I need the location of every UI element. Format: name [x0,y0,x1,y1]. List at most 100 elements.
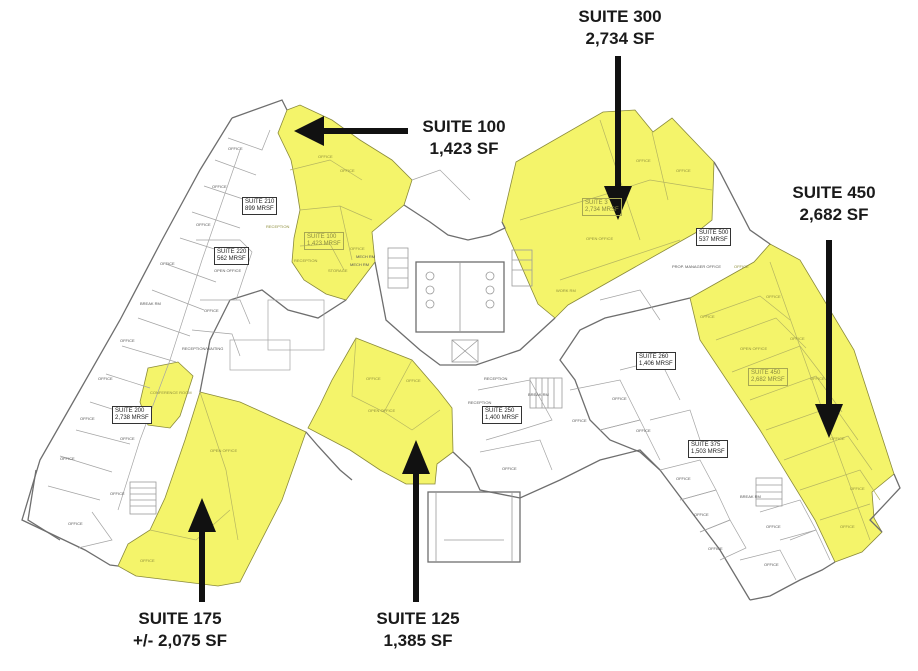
suite-175-arrow [188,498,216,602]
room-label: OFFICE [120,436,135,441]
room-labels: OFFICE OFFICE OFFICE OFFICE BREAK RM OFF… [60,146,865,567]
suite-tag-area: 2,682 MRSF [751,377,785,383]
callout-arrows [188,56,843,602]
suite-area: +/- 2,075 SF [132,631,228,650]
room-label: OFFICE [766,294,781,299]
suite-125-callout: SUITE 125 1,385 SF [366,608,470,652]
suite-200-conference-area [139,361,194,429]
suite-area: 2,734 SF [585,29,655,48]
room-label: OFFICE [366,376,381,381]
suite-100-tag: SUITE 100 1,423 MRSF [304,232,344,250]
room-label: OFFICE [636,158,651,163]
room-label: RECEPTION [266,224,289,229]
room-label: OPEN OFFICE [210,448,237,453]
suite-tag-area: 899 MRSF [245,206,274,212]
suite-name: SUITE 300 [578,7,662,26]
room-label: RECEPTION [484,376,507,381]
suite-200-tag: SUITE 200 2,738 MRSF [112,406,152,424]
room-label: OFFICE [764,562,779,567]
suite-300-tag: SUITE 3 2,734 MRSF [582,198,622,216]
suite-450-area [689,243,895,563]
room-label: OFFICE [204,308,219,313]
suite-area: 2,682 SF [799,205,869,224]
available-suites [117,104,895,587]
suite-name: SUITE 100 [422,117,506,136]
room-label: OFFICE [734,264,749,269]
room-label: MECH RM [350,262,369,267]
room-label: OFFICE [502,466,517,471]
suite-450-arrow [815,240,843,438]
room-partitions [47,119,881,581]
room-label: STORAGE [328,268,348,273]
room-label: OFFICE [350,246,365,251]
suite-450-callout: SUITE 450 2,682 SF [784,182,884,226]
suite-175-callout: SUITE 175 +/- 2,075 SF [112,608,248,652]
room-label: OFFICE [140,558,155,563]
suite-210-tag: SUITE 210 899 MRSF [242,197,278,215]
suite-125-arrow [402,440,430,602]
suite-260-tag: SUITE 260 1,406 MRSF [636,352,676,370]
suite-300-callout: SUITE 300 2,734 SF [570,6,670,50]
suite-500-tag: SUITE 500 537 MRSF [696,228,732,246]
suite-450-tag: SUITE 450 2,682 MRSF [748,368,788,386]
suite-tag-name: SUITE 200 [115,408,145,414]
stairs-west [129,481,157,515]
room-label: OFFICE [636,428,651,433]
stairs-north [387,247,533,289]
room-label: OFFICE [572,418,587,423]
room-label: OFFICE [700,314,715,319]
room-label: OFFICE [68,521,83,526]
suite-tag-name: SUITE 210 [245,199,275,205]
room-label: OFFICE [340,168,355,173]
suite-tag-name: SUITE 3 [585,200,608,206]
room-label: OFFICE [810,376,825,381]
suite-375-tag: SUITE 375 1,503 MRSF [688,440,728,458]
suite-tag-name: SUITE 500 [699,230,729,236]
room-label: OFFICE [790,336,805,341]
suite-tag-area: 1,423 MRSF [307,241,341,247]
room-label: BREAK RM [528,392,549,397]
room-label: MECH RM [356,254,375,259]
suite-tag-area: 1,503 MRSF [691,449,725,455]
room-label: OFFICE [120,338,135,343]
room-label: RECEPTION/WAITING [182,346,223,351]
suite-name: SUITE 175 [138,609,222,628]
suite-tag-area: 2,738 MRSF [115,415,149,421]
suite-tag-name: SUITE 250 [485,408,515,414]
room-label: OFFICE [196,222,211,227]
room-label: OFFICE [676,168,691,173]
suite-area: 1,423 SF [429,139,499,158]
room-label: OPEN OFFICE [214,268,241,273]
room-label: BREAK RM [740,494,761,499]
room-label: OFFICE [850,486,865,491]
stairs-center [529,377,563,409]
building-walls [21,99,901,601]
room-label: OFFICE [676,476,691,481]
room-label: RECEPTION [468,400,491,405]
room-label: OFFICE [318,154,333,159]
room-label: OFFICE [212,184,227,189]
suite-name: SUITE 125 [376,609,460,628]
suite-tag-area: 1,406 MRSF [639,361,673,367]
suite-tag-name: SUITE 100 [307,234,337,240]
suite-tag-area: 1,400 MRSF [485,415,519,421]
suite-name: SUITE 450 [792,183,876,202]
room-label: OFFICE [694,512,709,517]
suite-tag-name: SUITE 450 [751,370,781,376]
room-label: OFFICE [80,416,95,421]
suite-300-arrow [604,56,632,220]
room-label: OPEN OFFICE [740,346,767,351]
room-label: WORK RM [556,288,576,293]
room-label: OPEN OFFICE [586,236,613,241]
room-label: OFFICE [228,146,243,151]
suite-300-area [501,109,715,319]
suite-250-tag: SUITE 250 1,400 MRSF [482,406,522,424]
room-label: OFFICE [830,436,845,441]
suite-tag-name: SUITE 375 [691,442,721,448]
room-label: OFFICE [110,491,125,496]
room-label: OFFICE [766,524,781,529]
room-label: OPEN OFFICE [368,408,395,413]
room-label: OFFICE [406,378,421,383]
room-label: OFFICE [612,396,627,401]
